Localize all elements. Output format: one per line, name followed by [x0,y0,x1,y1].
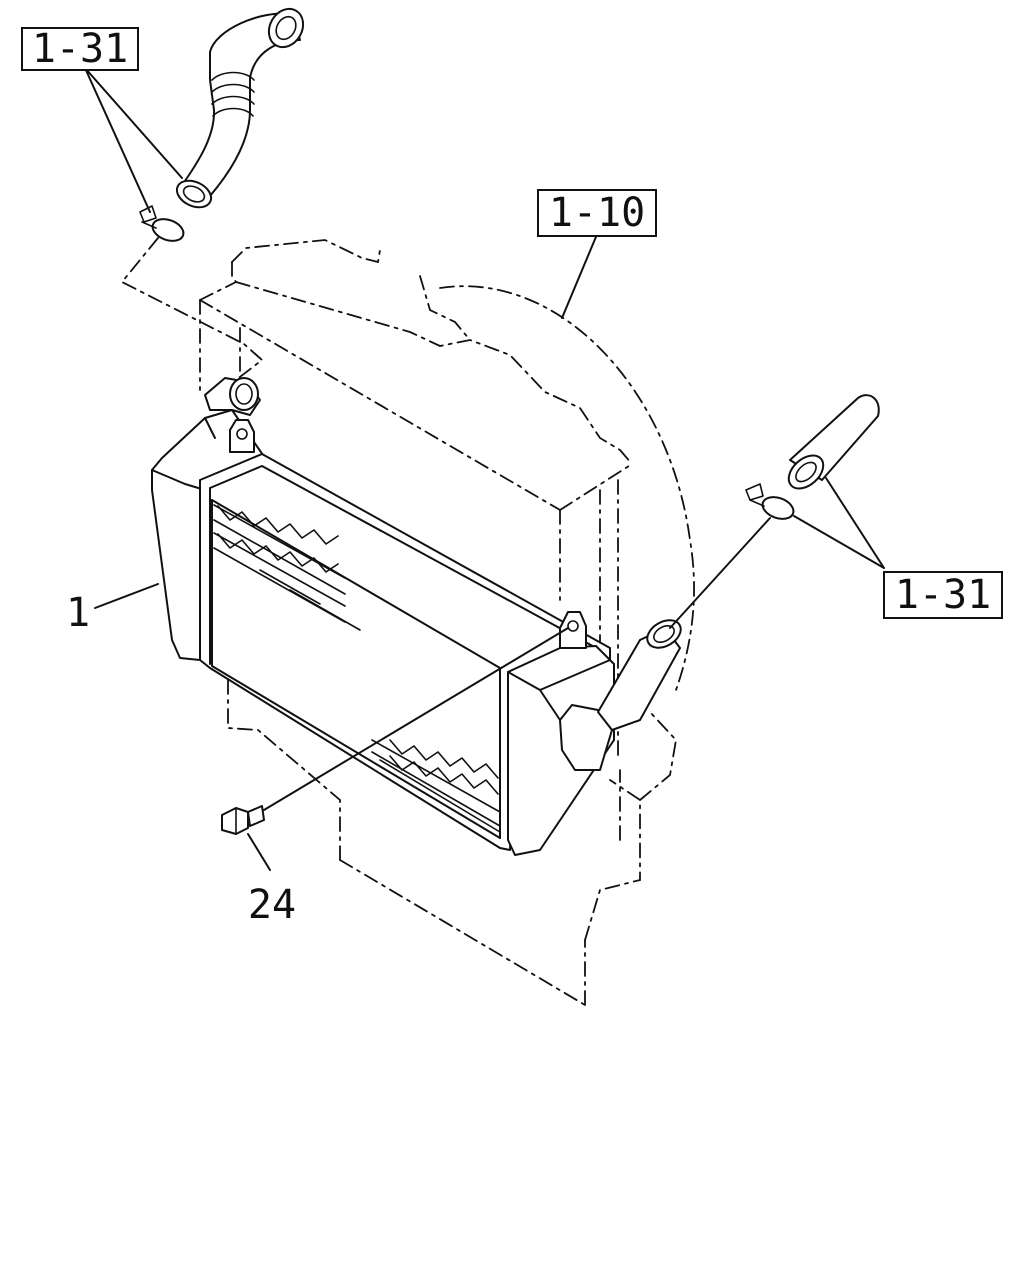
callout-1: 1 [66,590,90,636]
leader-1-31-top [84,67,183,213]
callout-1-10: 1-10 [537,189,657,237]
callout-1-31-right: 1-31 [883,571,1003,619]
svg-text:1-31: 1-31 [32,26,128,72]
bolt-24 [221,627,569,871]
hose-right [669,394,885,629]
svg-text:1-31: 1-31 [895,572,991,618]
leader-1-10 [561,231,599,319]
svg-text:1-10: 1-10 [549,190,645,236]
hose-top-left [120,7,305,381]
intercooler [151,377,682,856]
callout-24: 24 [248,882,296,928]
leader-1 [94,583,159,609]
callout-1-31-top-left: 1-31 [21,26,139,72]
